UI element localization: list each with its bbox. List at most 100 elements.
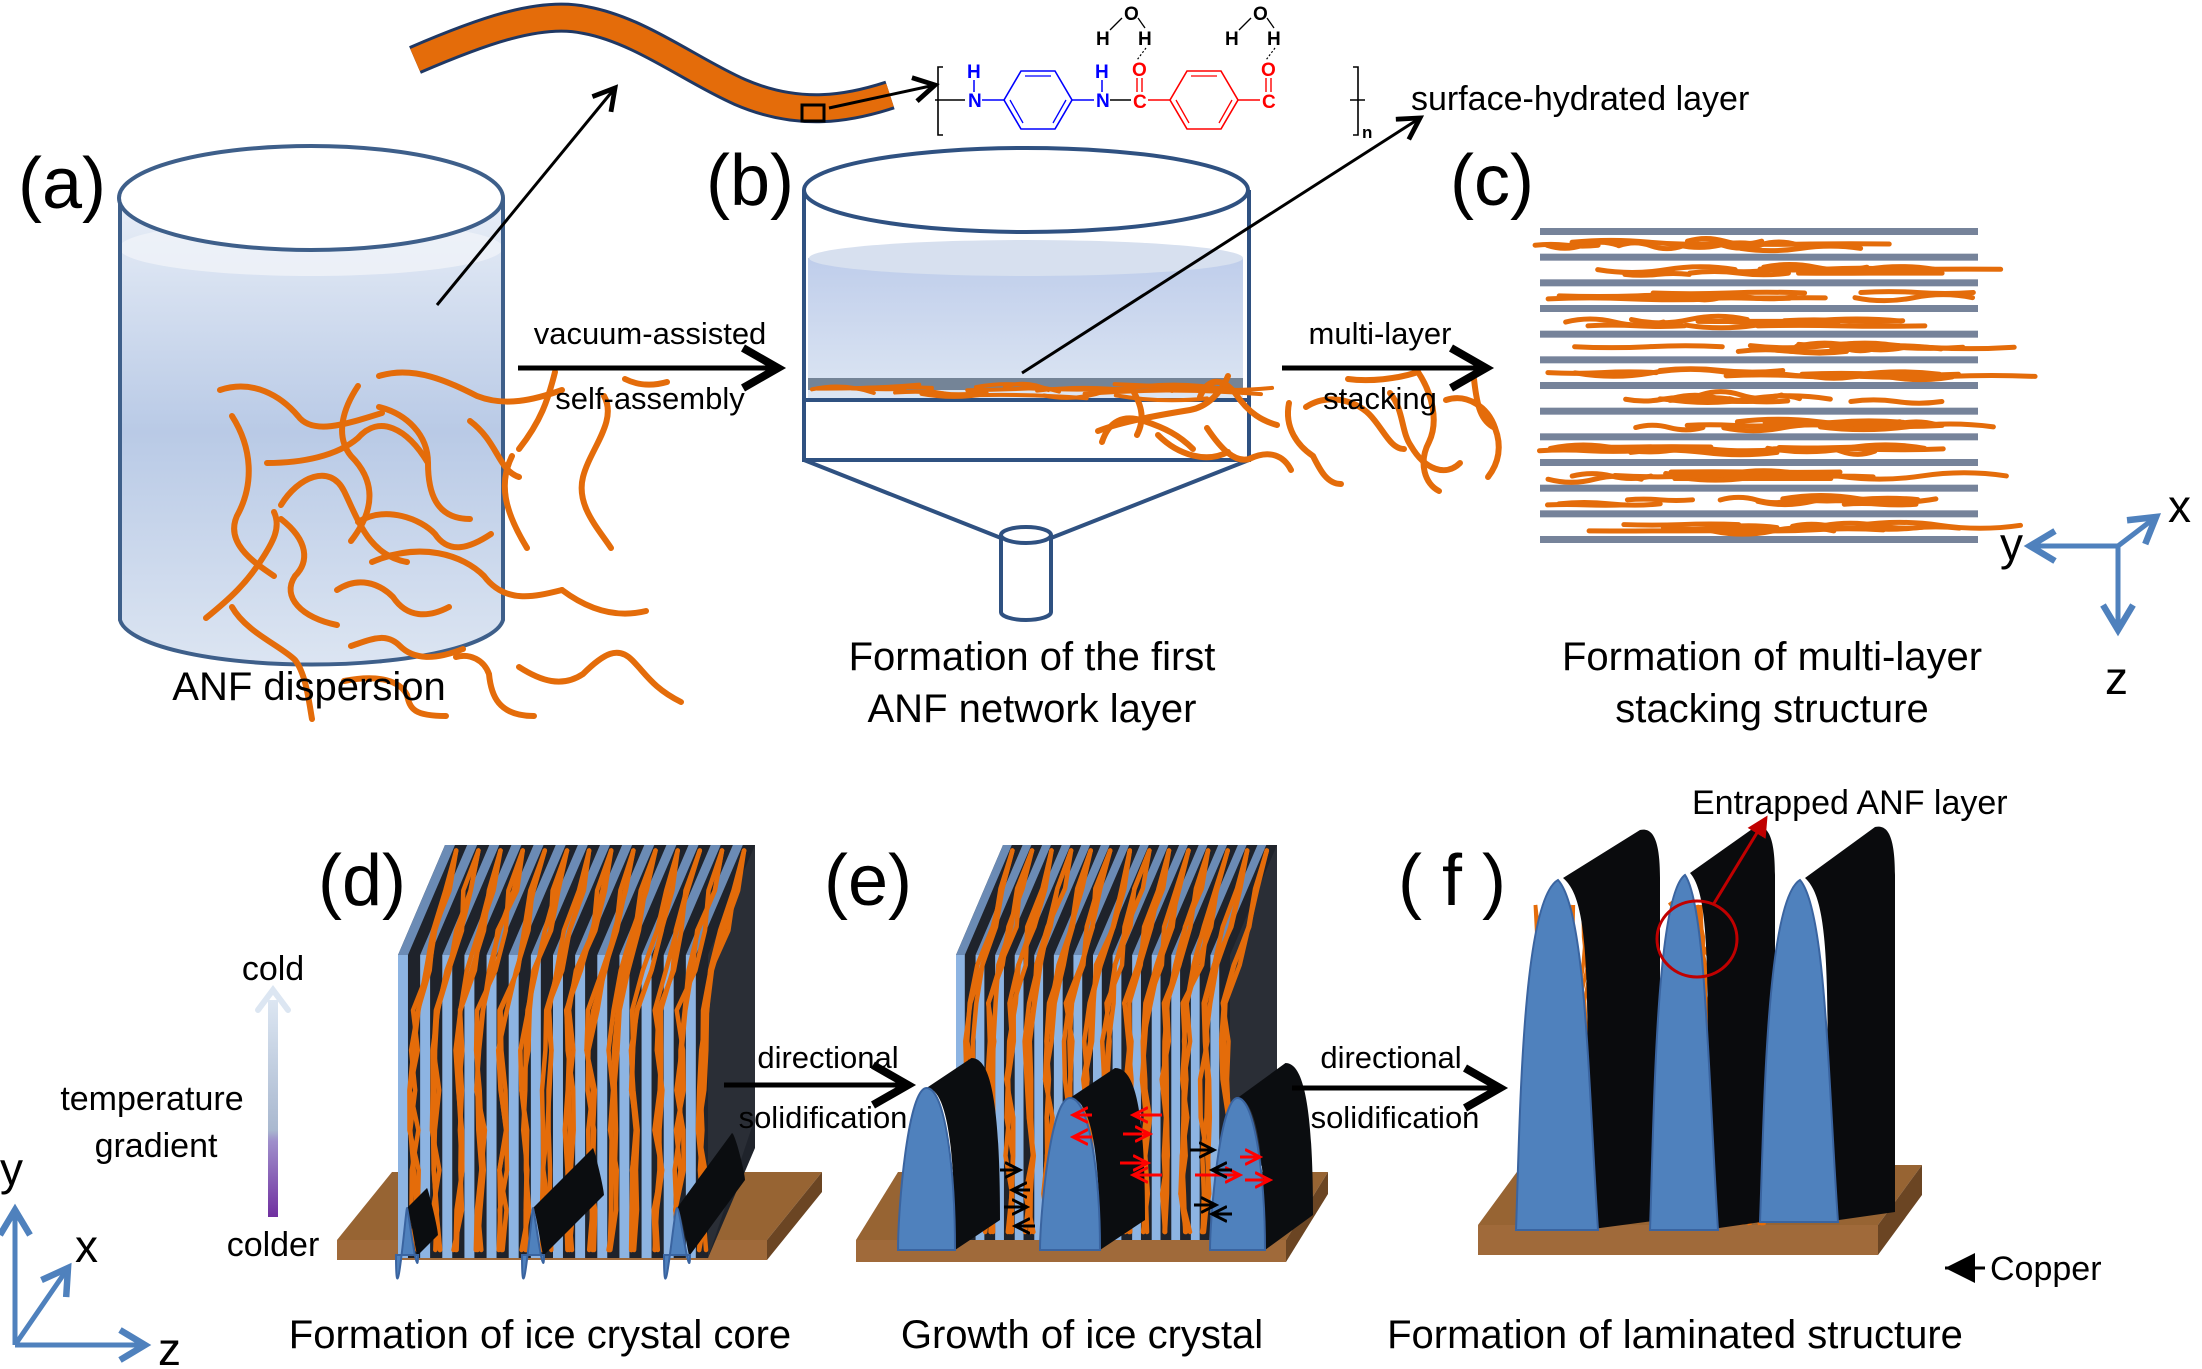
panel-a: (a) ANF dispersion (18, 84, 684, 722)
anf-fiber (1572, 366, 1732, 379)
anf-fiber (1761, 262, 1870, 273)
stack-sheet (1540, 407, 1978, 415)
panel-b-caption-line2: ANF network layer (868, 687, 1197, 731)
ice-lamella (1034, 955, 1044, 1240)
step-arrow-a-to-b: vacuum-assisted self-assembly (518, 316, 787, 416)
anf-fiber (348, 635, 466, 660)
anf-fiber (1848, 397, 1945, 406)
ice-lamella (597, 955, 608, 1258)
anf-fiber (1723, 372, 1868, 380)
lamella-top (956, 845, 1012, 955)
anf-fiber (1099, 415, 1196, 452)
ice-lamella (641, 955, 652, 1258)
anf-fiber (1113, 393, 1210, 403)
ice-crystal-side (926, 1058, 1000, 1250)
step-label-bottom: solidification (739, 1100, 908, 1135)
anf-fiber (608, 848, 658, 1253)
anf-fiber (1755, 322, 1928, 329)
x-axis-label: x (2168, 480, 2191, 532)
step-label-top: directional (1320, 1040, 1461, 1075)
anf-fiber (607, 848, 658, 1253)
anf-fiber (278, 516, 340, 628)
anf-fiber (217, 383, 385, 430)
anf-fiber (1595, 264, 1738, 275)
anf-fiber (1415, 369, 1442, 494)
anf-fiber (1719, 239, 1801, 251)
anf-fiber (451, 848, 503, 1253)
ice-lamellae-block (337, 845, 822, 1280)
anf-fiber (651, 848, 703, 1253)
anf-fiber (376, 404, 473, 522)
anf-fiber (1817, 421, 1996, 433)
bracket-left (937, 66, 943, 136)
ice-crystal-front (394, 1206, 420, 1280)
y-axis-label: y (0, 1143, 23, 1195)
ice-lamella (995, 955, 1004, 1240)
anf-fiber (1544, 239, 1621, 251)
atom-n: N (968, 91, 982, 112)
lamella-top (975, 845, 1032, 955)
ice-lamella (508, 955, 519, 1258)
ice-crystal-front (1758, 878, 1840, 1223)
panel-d-caption: Formation of ice crystal core (289, 1313, 791, 1357)
anf-fiber (1803, 341, 1882, 354)
chem-pointer-arrow (828, 75, 940, 110)
anf-fiber (1572, 343, 1725, 351)
anf-fiber (1668, 469, 1843, 475)
ice-crystal-side (677, 1133, 745, 1257)
step-arrow-e-to-f: directional solidification (1292, 1040, 1509, 1135)
atom-c: C (1262, 92, 1276, 113)
anf-fiber (1721, 316, 1904, 326)
atom-o: O (1261, 60, 1276, 81)
entrapped-anf-label: Entrapped ANF layer (1692, 784, 2008, 822)
surface-hydrated-layer-label: surface-hydrated layer (1411, 80, 1749, 118)
benzene-ring-amine (1003, 70, 1073, 130)
laminated-ice-structure (1478, 826, 1922, 1255)
ice-crystal-side (407, 1188, 438, 1257)
anf-fiber (1628, 447, 1780, 458)
step-label-bottom: solidification (1311, 1100, 1480, 1135)
panel-b-label: (b) (706, 141, 794, 221)
bracket-right (1353, 66, 1359, 136)
ice-lamella (1151, 955, 1161, 1240)
anf-fiber (516, 649, 684, 705)
anf-fiber (1285, 400, 1344, 487)
stack-sheet (1540, 459, 1978, 466)
anf-fiber (1564, 444, 1714, 450)
gradient-bar (268, 1000, 278, 1217)
anf-fiber (1545, 369, 1659, 376)
ice-lamella (464, 955, 475, 1258)
anf-fiber (334, 579, 452, 618)
anf-fiber (1161, 383, 1275, 392)
stack-sheet (1540, 382, 1978, 389)
anf-fiber (1734, 416, 1903, 427)
entrapped-pointer-arrow (1711, 815, 1768, 906)
step-label-top: multi-layer (1309, 316, 1452, 351)
ice-lamella (442, 955, 453, 1258)
panel-e-label: (e) (824, 841, 912, 921)
gradient-label-line2: gradient (95, 1127, 218, 1165)
anf-fiber (1684, 235, 1765, 247)
stack-sheet (1540, 356, 1978, 364)
ice-crystal-front (896, 1086, 957, 1251)
ice-crystal-front (520, 1206, 546, 1280)
anf-fiber (1178, 848, 1230, 1235)
anf-fiber (1616, 240, 1686, 252)
anf-fiber (1650, 289, 1808, 297)
svg-text:O: O (1253, 4, 1268, 25)
panel-b-caption-line1: Formation of the first (849, 635, 1216, 679)
panel-c-label: (c) (1450, 141, 1534, 221)
benzene-ring-carbonyl (1169, 70, 1239, 130)
x-axis-label: x (75, 1220, 98, 1272)
anf-fiber (1765, 442, 1928, 455)
step-label-top: directional (757, 1040, 898, 1075)
anf-fiber (475, 848, 525, 1253)
ice-lamella (685, 955, 696, 1258)
fiber-body (410, 5, 894, 121)
panel-a-caption: ANF dispersion (172, 665, 445, 709)
anf-fiber (539, 848, 592, 1253)
anf-fiber (501, 453, 530, 551)
stack-sheet (1540, 253, 1978, 261)
ice-lamella (1190, 955, 1200, 1240)
stack-sheet (1540, 510, 1978, 518)
